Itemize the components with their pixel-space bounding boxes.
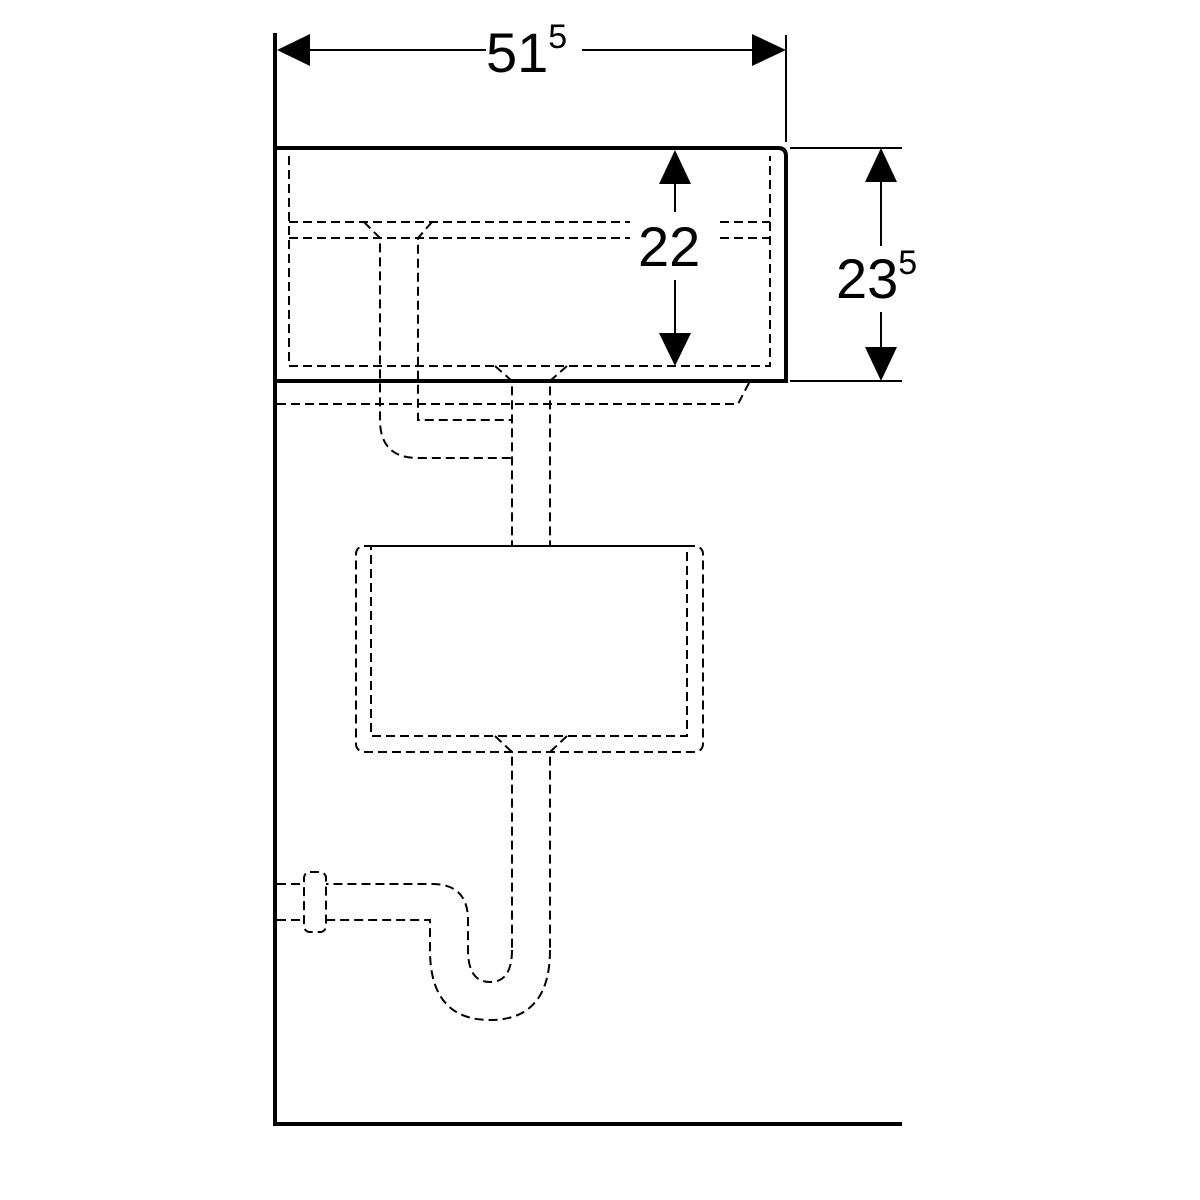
inner-height-value: 22	[638, 215, 700, 278]
arrowhead-up	[865, 148, 897, 182]
arrowhead-right	[752, 34, 786, 66]
arrowhead-left	[277, 34, 310, 66]
arrowhead-up	[659, 150, 691, 184]
cabinet-hidden-lines	[355, 545, 704, 950]
outer-height-value-sup: 5	[898, 244, 917, 282]
outer-height-dimension: 235	[790, 147, 917, 382]
inner-height-dimension: 22	[636, 150, 714, 366]
width-value-main: 51	[486, 21, 548, 84]
width-dimension: 515	[277, 18, 787, 142]
svg-text:515: 515	[486, 18, 567, 84]
arrowhead-down	[865, 347, 897, 381]
svg-text:235: 235	[836, 244, 917, 310]
arrowhead-down	[659, 333, 691, 366]
washbasin-outline	[275, 146, 788, 383]
siphon-trap-hidden-lines	[277, 871, 551, 1022]
outer-height-value-main: 23	[836, 247, 898, 310]
washbasin-hidden-lines	[277, 156, 771, 546]
width-value-sup: 5	[548, 18, 567, 56]
